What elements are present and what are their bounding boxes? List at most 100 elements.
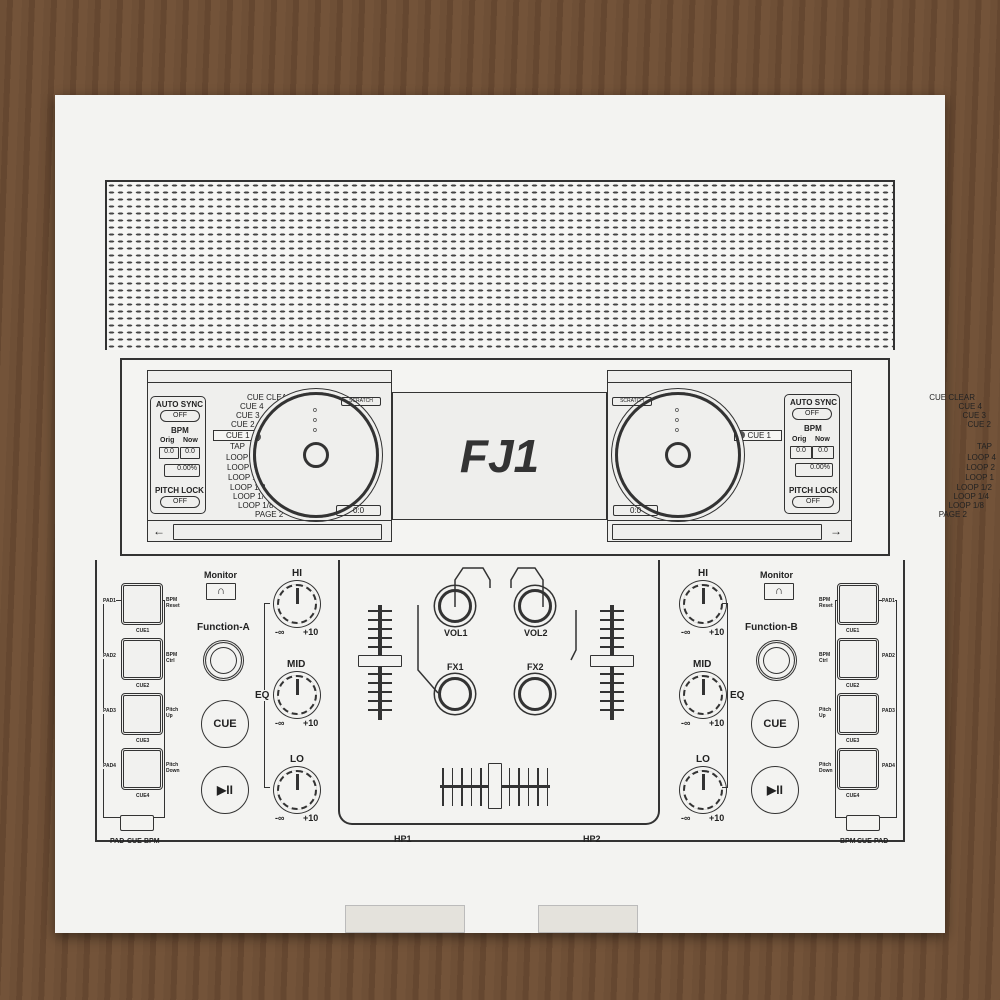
performance-pad-4[interactable] bbox=[837, 748, 879, 790]
fader-tick bbox=[600, 637, 624, 639]
left-menu-item[interactable]: CUE 1 bbox=[213, 430, 259, 441]
back-arrow-icon[interactable]: ← bbox=[153, 524, 165, 538]
right-menu-item[interactable]: CUE 3 bbox=[962, 411, 986, 420]
left-menu-item[interactable]: LOOP 1/8 bbox=[238, 501, 274, 510]
right-scratch-button[interactable]: SCRATCH bbox=[612, 397, 652, 406]
performance-pad-4[interactable] bbox=[121, 748, 163, 790]
right-track-bar[interactable] bbox=[612, 524, 822, 540]
function-knob[interactable] bbox=[203, 640, 244, 681]
fx1-knob[interactable] bbox=[438, 677, 472, 711]
eq-min-label: -∞ bbox=[275, 718, 285, 728]
eq-lo-knob[interactable] bbox=[683, 770, 723, 810]
headphone-monitor-button[interactable]: ∩ bbox=[764, 583, 794, 600]
right-menu-item[interactable]: TAP bbox=[977, 442, 992, 451]
left-sync-panel bbox=[150, 396, 206, 514]
left-menu-item[interactable]: CUE 2 bbox=[231, 420, 255, 429]
right-menu-item[interactable]: LOOP 1 bbox=[965, 473, 994, 482]
performance-pad-2[interactable] bbox=[837, 638, 879, 680]
left-menu-item[interactable]: CUE CLEAR bbox=[247, 393, 293, 402]
right-menu-item[interactable]: LOOP 1/2 bbox=[956, 483, 992, 492]
right-menu-item[interactable]: LOOP 4 bbox=[967, 453, 996, 462]
eq-label: EQ bbox=[730, 690, 745, 701]
fader-tick bbox=[368, 700, 392, 702]
pad-cue-label: CUE1 bbox=[136, 628, 150, 634]
eq-hi-knob[interactable] bbox=[277, 584, 317, 624]
forward-arrow-icon[interactable]: → bbox=[830, 524, 842, 538]
right-jog-wheel[interactable] bbox=[615, 392, 741, 518]
right-spindle bbox=[665, 442, 691, 468]
right-menu-item[interactable]: CUE CLEAR bbox=[929, 393, 975, 402]
fader-tick bbox=[368, 709, 392, 711]
left-menu-item[interactable]: PAGE 2 bbox=[255, 510, 284, 519]
mode-switch[interactable] bbox=[846, 815, 880, 831]
crossfader[interactable] bbox=[488, 763, 502, 809]
right-menu-item[interactable]: LOOP 2 bbox=[966, 463, 995, 472]
left-jog-wheel[interactable] bbox=[253, 392, 379, 518]
channel-fader-1[interactable] bbox=[358, 655, 402, 667]
left-menu-item[interactable]: TAP bbox=[230, 442, 245, 451]
left-track-bar[interactable] bbox=[173, 524, 382, 540]
left-pitch-lock-toggle[interactable]: OFF bbox=[160, 496, 200, 508]
pad-function-label: BPM Reset bbox=[819, 597, 834, 609]
crossfader-tick bbox=[508, 768, 510, 806]
right-menu-item[interactable]: PAGE 2 bbox=[938, 510, 967, 519]
eq-lo-knob[interactable] bbox=[277, 770, 317, 810]
play-pause-button[interactable]: ▶II bbox=[751, 766, 799, 814]
fader-tick bbox=[368, 637, 392, 639]
fader-tick bbox=[600, 682, 624, 684]
eq-min-label: -∞ bbox=[681, 718, 691, 728]
crossfader-tick bbox=[518, 768, 520, 806]
auto-sync-label: AUTO SYNC bbox=[156, 400, 203, 409]
right-menu-item[interactable]: CUE 2 bbox=[967, 420, 991, 429]
fader-tick bbox=[600, 646, 624, 648]
eq-hi-knob[interactable] bbox=[683, 584, 723, 624]
auto-sync-label: AUTO SYNC bbox=[790, 398, 837, 407]
pad-label: PAD3 bbox=[882, 708, 895, 714]
right-menu-item[interactable]: LOOP 1/8 bbox=[948, 501, 984, 510]
pad-function-label: Pitch Down bbox=[166, 762, 181, 774]
left-menu-item[interactable]: LOOP 4 bbox=[226, 453, 255, 462]
left-menu-item[interactable]: LOOP 1 bbox=[228, 473, 257, 482]
left-menu-item[interactable]: CUE 3 bbox=[236, 411, 260, 420]
fader-tick bbox=[600, 709, 624, 711]
left-menu-item[interactable]: LOOP 1/2 bbox=[230, 483, 266, 492]
channel-fader-2[interactable] bbox=[590, 655, 634, 667]
left-menu-item[interactable]: LOOP 1/4 bbox=[233, 492, 269, 501]
fader-tick bbox=[368, 628, 392, 630]
right-menu-item[interactable]: LOOP 1/4 bbox=[953, 492, 989, 501]
eq-mid-label: MID bbox=[287, 659, 306, 670]
left-menu-item[interactable]: LOOP 2 bbox=[227, 463, 256, 472]
fader-tick bbox=[368, 691, 392, 693]
left-scratch-button[interactable]: SCRATCH bbox=[341, 397, 381, 406]
hp2-label: HP2 bbox=[583, 834, 601, 844]
pad-label: PAD4 bbox=[103, 763, 116, 769]
performance-pad-2[interactable] bbox=[121, 638, 163, 680]
play-pause-button[interactable]: ▶II bbox=[201, 766, 249, 814]
left-menu-item[interactable]: CUE 4 bbox=[240, 402, 264, 411]
monitor-label: Monitor bbox=[760, 570, 793, 580]
eq-mid-knob[interactable] bbox=[683, 675, 723, 715]
left-auto-sync-toggle[interactable]: OFF bbox=[160, 410, 200, 422]
now-label: Now bbox=[815, 436, 830, 443]
eq-mid-knob[interactable] bbox=[277, 675, 317, 715]
crossfader-tick bbox=[442, 768, 444, 806]
mode-switch-label: CUE bbox=[857, 838, 872, 845]
cue-button[interactable]: CUE bbox=[201, 700, 249, 748]
performance-pad-3[interactable] bbox=[837, 693, 879, 735]
cue-button[interactable]: CUE bbox=[751, 700, 799, 748]
mode-switch[interactable] bbox=[120, 815, 154, 831]
right-pitch-lock-toggle[interactable]: OFF bbox=[792, 496, 834, 508]
function-knob[interactable] bbox=[756, 640, 797, 681]
headphone-monitor-button[interactable]: ∩ bbox=[206, 583, 236, 600]
performance-pad-3[interactable] bbox=[121, 693, 163, 735]
performance-pad-1[interactable] bbox=[837, 583, 879, 625]
fx2-knob[interactable] bbox=[518, 677, 552, 711]
right-menu-item[interactable]: CUE 4 bbox=[958, 402, 982, 411]
pad-function-label: Pitch Down bbox=[819, 762, 834, 774]
vol2-knob[interactable] bbox=[518, 589, 552, 623]
pad-cue-label: CUE3 bbox=[846, 738, 860, 744]
vol1-label: VOL1 bbox=[444, 628, 468, 638]
performance-pad-1[interactable] bbox=[121, 583, 163, 625]
right-auto-sync-toggle[interactable]: OFF bbox=[792, 408, 832, 420]
